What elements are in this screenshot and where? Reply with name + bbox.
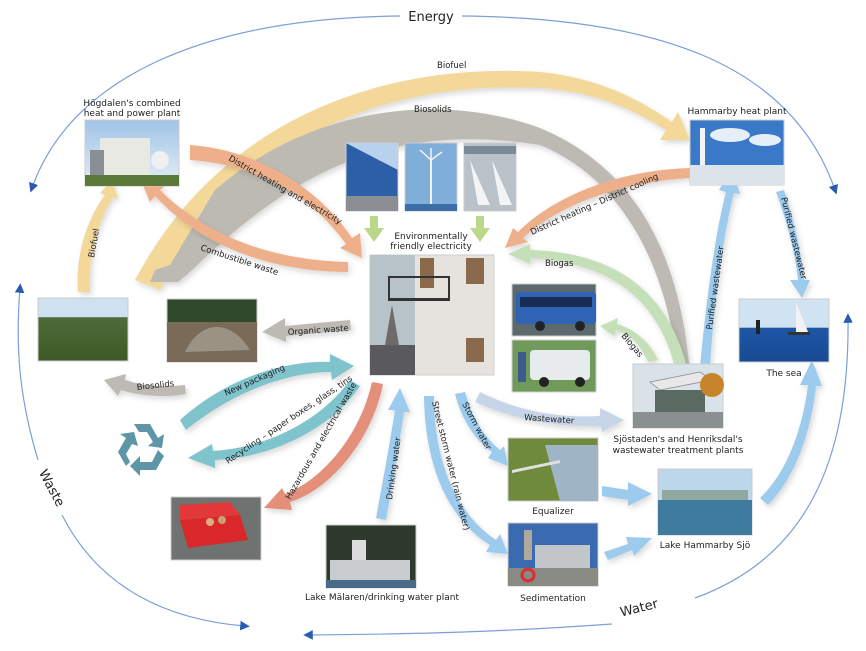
wastewater-treatment-plant-photo xyxy=(632,363,724,429)
water-cycle-line xyxy=(303,313,853,640)
purified-wastewater-down-arrow xyxy=(776,190,810,298)
wind-turbine-photo xyxy=(404,142,458,212)
district-heating-cooling-arrow xyxy=(505,168,690,248)
biogas-large-label: Biogas xyxy=(545,259,574,269)
hogdalen-label-line2: heat and power plant xyxy=(84,109,181,119)
env-electricity-label-line2: friendly electricity xyxy=(390,242,472,252)
purified-wastewater-up-arrow xyxy=(700,168,740,368)
biosolids-top-arrow xyxy=(150,109,690,372)
sea-photo xyxy=(738,298,830,363)
sedimentation-photo xyxy=(507,522,599,587)
hydro-dam-photo xyxy=(463,142,517,212)
equalizer-label: Equalizer xyxy=(532,507,574,517)
hammarby-heat-plant-photo xyxy=(689,119,785,186)
biosolids-left-arrow xyxy=(104,374,186,397)
biogas-bus-photo xyxy=(511,283,597,337)
sea-label: The sea xyxy=(765,369,801,379)
organic-waste-label: Organic waste xyxy=(288,324,349,338)
recycling-arrow xyxy=(188,380,360,468)
solar-to-electricity-arrow xyxy=(364,216,384,242)
equalizer-photo xyxy=(507,437,599,502)
hogdalen-label-line1: Högdalen's combined xyxy=(83,99,180,109)
purified-wastewater-up-label: Purified wastewater xyxy=(705,245,727,330)
residential-building-photo xyxy=(369,254,495,376)
energy-cycle-line xyxy=(29,15,838,195)
wastewater-arrow xyxy=(475,392,624,432)
biogas-large-arrow xyxy=(508,244,688,372)
lake-hammarby-photo xyxy=(657,468,753,536)
new-packaging-label: New packaging xyxy=(223,363,286,399)
solar-panel-photo xyxy=(345,142,399,212)
biofuel-top-label: Biofuel xyxy=(437,61,466,71)
street-storm-water-arrow xyxy=(424,396,508,554)
combustible-waste-arrow xyxy=(140,178,348,272)
storm-water-arrow xyxy=(455,392,508,466)
biogas-small-arrow xyxy=(600,318,658,362)
lake-to-sea-arrow xyxy=(760,360,822,505)
wastewater-label: Wastewater xyxy=(524,413,575,427)
hydro-to-electricity-arrow xyxy=(470,216,490,242)
recycle-icon xyxy=(118,424,164,476)
new-packaging-arrow xyxy=(180,354,354,430)
lake-malaren-label: Lake Mälaren/drinking water plant xyxy=(305,593,459,603)
biogas-van-photo xyxy=(511,339,597,393)
storm-water-label: Storm water xyxy=(459,401,493,452)
lake-hammarby-label: Lake Hammarby Sjö xyxy=(660,541,751,551)
hazardous-waste-arrow xyxy=(264,382,383,510)
hazardous-waste-box-photo xyxy=(170,496,262,561)
waste-cycle-line xyxy=(14,283,250,631)
organic-waste-arrow xyxy=(262,318,351,342)
equalizer-to-lake-arrow xyxy=(602,482,652,506)
biosolids-top-label: Biosolids xyxy=(414,105,452,115)
waste-label: Waste xyxy=(35,467,67,509)
compost-pile-photo xyxy=(166,298,258,363)
farm-field-photo xyxy=(37,297,129,362)
biosolids-left-label: Biosolids xyxy=(136,379,175,393)
treatment-plant-label-line2: wastewater treatment plants xyxy=(613,446,744,456)
purified-wastewater-down-label: Purified wastewater xyxy=(778,196,808,281)
env-electricity-label-line1: Environmentally xyxy=(394,232,468,242)
treatment-plant-label-line1: Sjöstaden's and Henriksdal's xyxy=(613,435,743,445)
district-heating-electricity-arrow xyxy=(190,145,362,258)
lake-malaren-plant-photo xyxy=(325,524,417,589)
hammarby-heat-plant-label: Hammarby heat plant xyxy=(687,107,787,117)
sedimentation-to-lake-arrow xyxy=(604,537,652,560)
energy-label: Energy xyxy=(408,10,454,25)
water-label: Water xyxy=(619,597,661,621)
hogdalen-plant-photo xyxy=(84,119,180,187)
biofuel-left-arrow xyxy=(77,180,118,292)
drinking-water-arrow xyxy=(376,388,410,520)
sedimentation-label: Sedimentation xyxy=(520,594,586,604)
